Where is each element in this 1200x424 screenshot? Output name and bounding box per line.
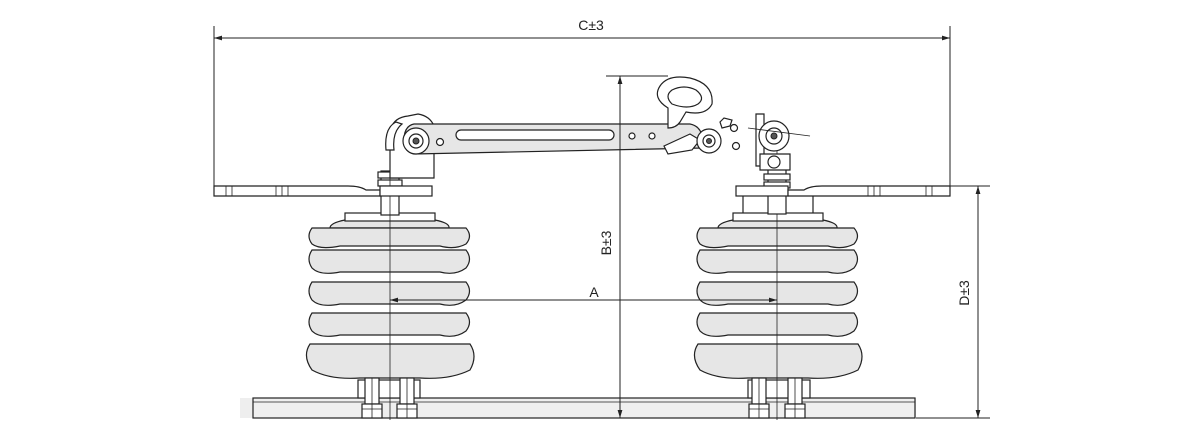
dimension-d: D±3 <box>916 185 990 419</box>
switch-blade <box>385 76 811 179</box>
right-terminal-plate <box>735 185 951 197</box>
dimension-c: C±3 <box>213 17 951 186</box>
dimension-b-label: B±3 <box>598 230 614 255</box>
left-insulator <box>305 168 475 420</box>
left-terminal-plate <box>213 185 433 197</box>
dimension-b: B±3 <box>598 75 668 418</box>
right-bottom-bolts <box>748 377 806 419</box>
dimension-c-label: C±3 <box>578 17 604 33</box>
left-bottom-bolts <box>361 377 418 419</box>
dimension-a: A <box>390 284 777 303</box>
dimension-d-label: D±3 <box>956 280 972 306</box>
dimension-a-label: A <box>589 284 599 300</box>
base-channel <box>240 397 916 419</box>
